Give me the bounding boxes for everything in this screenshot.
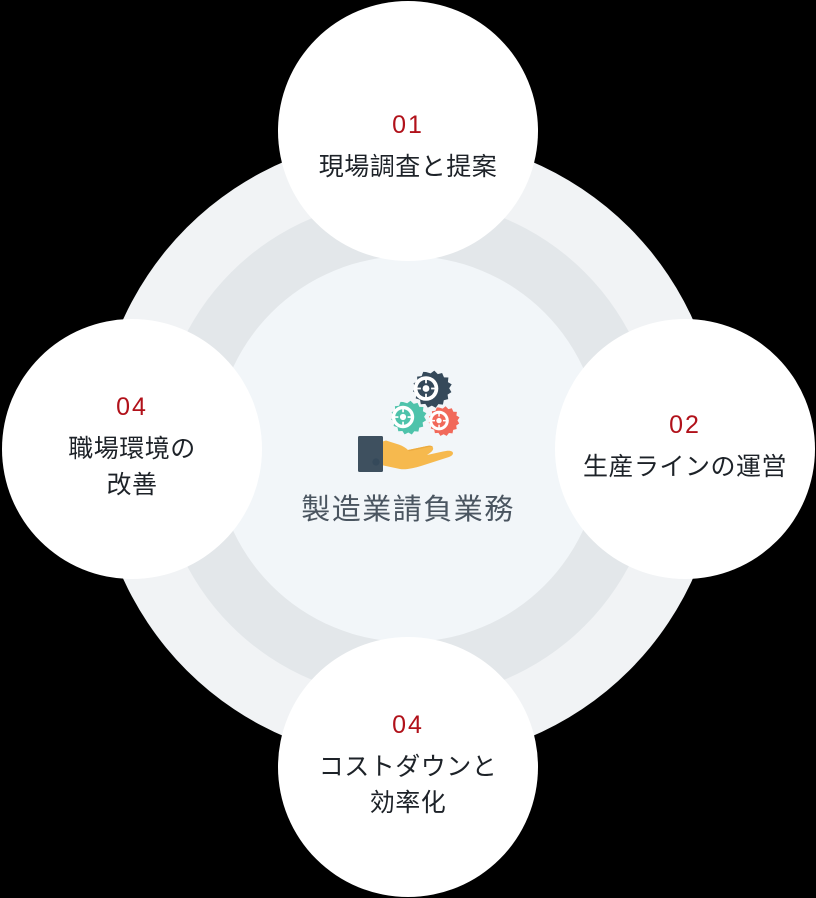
node-left[interactable]: 04 職場環境の 改善 [2, 319, 262, 579]
node-left-label: 職場環境の 改善 [68, 435, 196, 499]
center-hub: 製造業請負業務 [215, 256, 601, 642]
node-top-number: 01 [392, 110, 424, 139]
node-right-label: 生産ラインの運営 [582, 452, 787, 481]
node-bottom[interactable]: 04 コストダウンと 効率化 [278, 637, 538, 897]
node-left-number: 04 [116, 393, 148, 421]
node-bottom-label: コストダウンと 効率化 [318, 753, 498, 817]
center-title: 製造業請負業務 [301, 494, 515, 526]
node-top-label: 現場調査と提案 [318, 152, 498, 181]
hand-with-gears-icon [358, 370, 460, 472]
node-bottom-number: 04 [392, 711, 424, 739]
node-right-number: 02 [669, 410, 701, 439]
inner-ring [215, 256, 601, 642]
node-right[interactable]: 02 生産ラインの運営 [555, 319, 815, 579]
node-top[interactable]: 01 現場調査と提案 [278, 1, 538, 261]
